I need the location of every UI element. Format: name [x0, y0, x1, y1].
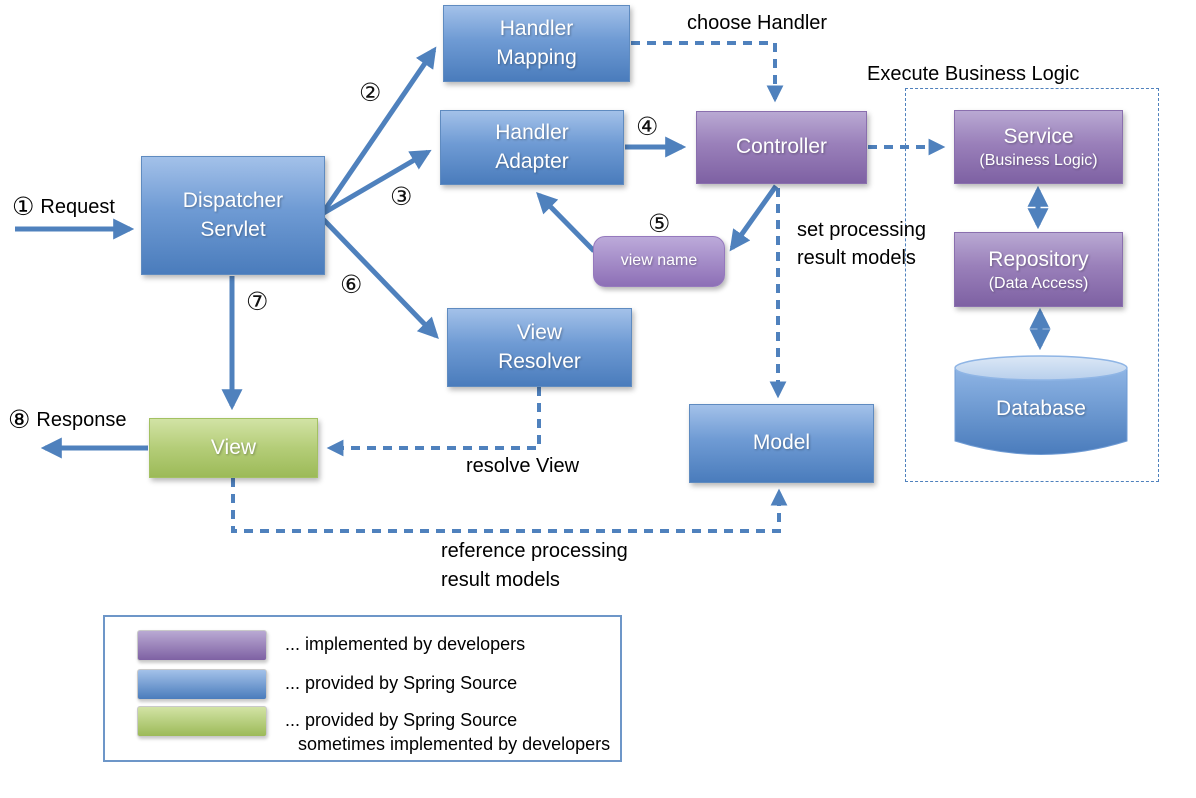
- arrow-controller-to-view-name: [729, 184, 779, 252]
- reference-models-line1: reference processing: [441, 540, 628, 562]
- set-processing-line2: result models: [797, 247, 916, 269]
- dashed-choose-handler: [631, 41, 784, 103]
- handler-mapping-line1: Handler: [499, 16, 574, 40]
- reference-models-line2: result models: [441, 569, 560, 591]
- handler-adapter-line1: Handler: [495, 120, 569, 144]
- model-box: Model: [689, 404, 874, 483]
- request-label: Request: [40, 196, 115, 218]
- step-8-badge: ⑧: [8, 405, 31, 434]
- handler-mapping-box: Handler Mapping: [443, 5, 630, 82]
- view-resolver-line2: Resolver: [498, 349, 581, 373]
- arrow-view-name-to-handler-adapter: [536, 192, 596, 253]
- controller-label: Controller: [735, 135, 828, 159]
- dashed-arrows: [231, 41, 946, 533]
- solid-arrows: [15, 46, 1051, 459]
- view-box: View: [149, 418, 318, 478]
- legend-box: ... implemented by developers ... provid…: [103, 615, 622, 762]
- repository-title: Repository: [988, 247, 1089, 271]
- repository-box: Repository (Data Access): [954, 232, 1123, 307]
- legend-text-provided2-line2: sometimes implemented by developers: [298, 734, 611, 754]
- legend-swatch-implemented: [137, 630, 267, 661]
- model-label: Model: [752, 431, 811, 455]
- arrow-step6-to-view-resolver: [321, 217, 439, 340]
- view-label: View: [210, 435, 257, 459]
- view-resolver-box: View Resolver: [447, 308, 632, 387]
- set-processing-line1: set processing: [797, 219, 926, 241]
- service-title: Service: [1003, 125, 1074, 149]
- handler-mapping-line2: Mapping: [496, 45, 577, 69]
- dispatcher-label-line1: Dispatcher: [182, 188, 284, 212]
- step-5-badge: ⑤: [648, 209, 671, 238]
- database-label: Database: [996, 397, 1086, 420]
- service-subtitle: (Business Logic): [979, 152, 1098, 170]
- execute-business-logic-label: Execute Business Logic: [867, 63, 1080, 85]
- step-6-badge: ⑥: [340, 270, 363, 299]
- step-4-badge: ④: [636, 112, 659, 141]
- legend-text-implemented: ... implemented by developers: [285, 634, 526, 654]
- resolve-view-label: resolve View: [466, 455, 580, 477]
- handler-adapter-line2: Adapter: [495, 149, 569, 173]
- repository-subtitle: (Data Access): [988, 274, 1089, 292]
- database-cylinder: [954, 355, 1128, 455]
- legend-swatch-provided-sometimes: [137, 706, 267, 737]
- handler-adapter-box: Handler Adapter: [440, 110, 624, 185]
- view-name-box: view name: [593, 236, 725, 287]
- step-1-badge: ①: [12, 192, 35, 221]
- dashed-reference-models: [231, 478, 788, 533]
- legend-text-provided2-line1: ... provided by Spring Source: [285, 710, 518, 730]
- choose-handler-label: choose Handler: [687, 12, 828, 34]
- controller-box: Controller: [696, 111, 867, 184]
- legend-swatch-provided: [137, 669, 267, 700]
- dashed-resolve-view: [326, 387, 541, 457]
- step-2-badge: ②: [359, 78, 382, 107]
- dispatcher-servlet-box: Dispatcher Servlet: [141, 156, 325, 275]
- execute-business-logic-container: [905, 88, 1159, 482]
- service-box: Service (Business Logic): [954, 110, 1123, 184]
- dispatcher-label-line2: Servlet: [200, 217, 266, 241]
- view-resolver-line1: View: [516, 320, 563, 344]
- arrow-step2-to-handler-mapping: [319, 46, 437, 216]
- step-3-badge: ③: [390, 182, 413, 211]
- legend-text-provided: ... provided by Spring Source: [285, 673, 518, 693]
- arrow-step3-to-handler-adapter: [320, 149, 432, 217]
- response-label: Response: [36, 409, 127, 431]
- view-name-label: view name: [620, 252, 698, 270]
- step-7-badge: ⑦: [246, 287, 269, 316]
